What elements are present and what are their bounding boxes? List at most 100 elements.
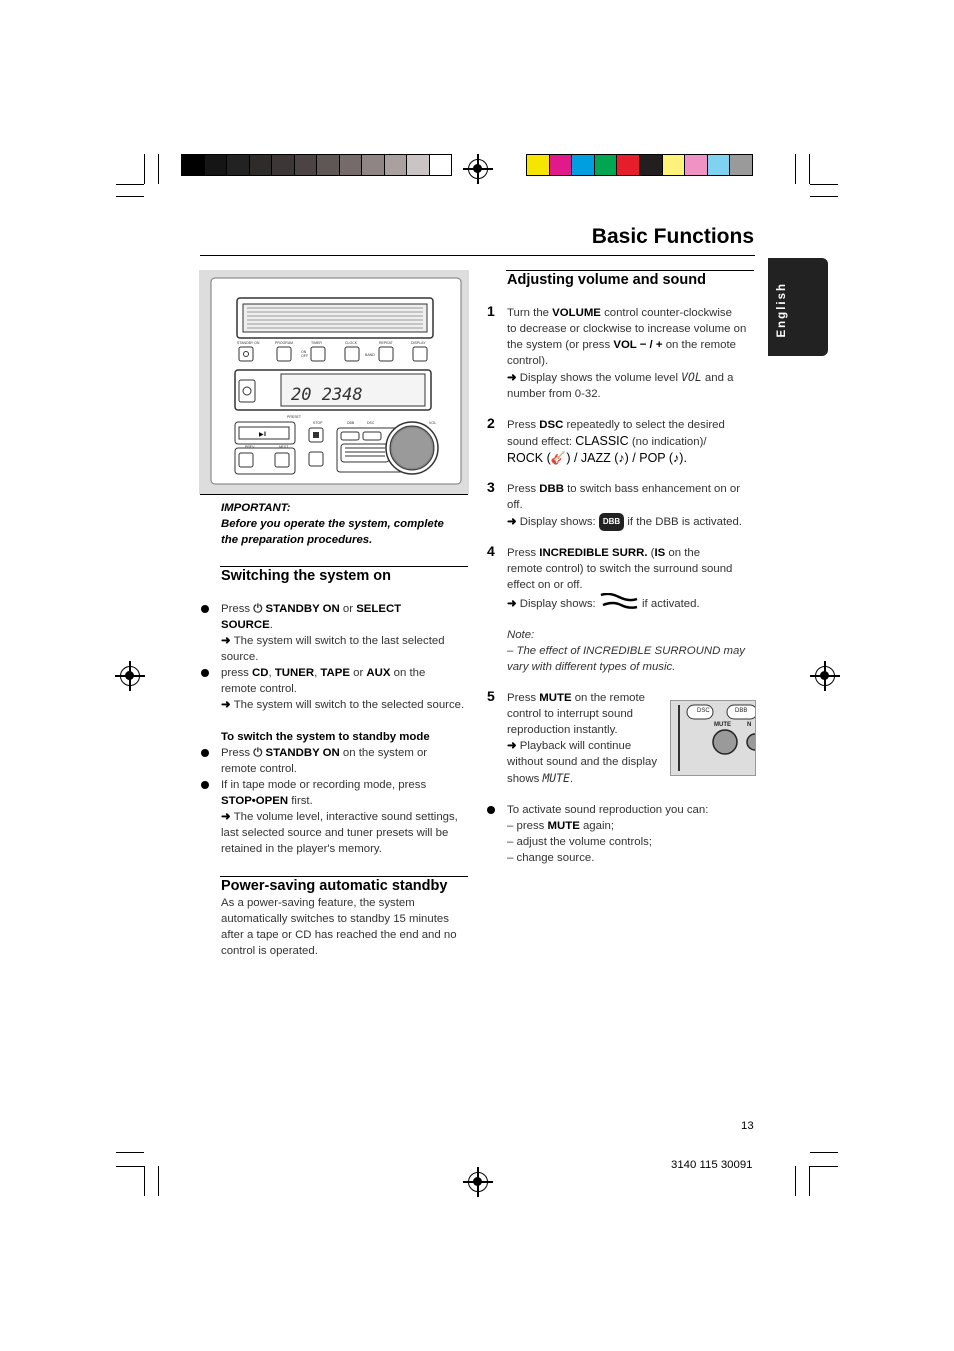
color-swatch: [271, 154, 295, 176]
text: automatically switches to standby 15 min…: [221, 913, 449, 925]
crop-mark: [795, 1166, 796, 1196]
volume-step-5: Press MUTE on the remote control to inte…: [507, 690, 672, 787]
dbb-badge: DBB: [598, 513, 625, 531]
text: on the: [390, 667, 426, 679]
color-swatch: [706, 154, 731, 176]
standby-step-1: Press ⏻ STANDBY ON on the system or remo…: [221, 745, 471, 777]
remote-mute-label: MUTE: [714, 722, 731, 728]
text: If in tape mode or recording mode, press: [221, 779, 427, 791]
crop-mark: [144, 1166, 145, 1196]
volume-step-1: Turn the VOLUME control counter-clockwis…: [507, 305, 757, 402]
text: sound effect:: [507, 436, 576, 448]
color-swatch: [548, 154, 573, 176]
svg-text:▶ll: ▶ll: [259, 432, 266, 438]
text-bold: TUNER: [274, 667, 315, 679]
text-bold: DBB: [539, 483, 564, 495]
text: (no indication)/: [628, 436, 707, 448]
svg-text:CLOCK: CLOCK: [345, 341, 358, 345]
section-title-volume: Adjusting volume and sound: [507, 272, 706, 288]
crop-mark: [158, 154, 159, 184]
text: remote control.: [221, 763, 297, 775]
text-bold: SELECT: [356, 603, 402, 615]
crop-mark: [795, 154, 796, 184]
registration-mark-icon: [463, 1167, 493, 1197]
text-bold: MUTE: [547, 820, 580, 832]
text: last selected source and tuner presets w…: [221, 827, 449, 839]
color-swatch: [593, 154, 618, 176]
text: and a: [701, 372, 734, 384]
standby-subtitle: To switch the system to standby mode: [221, 731, 430, 743]
text: ).: [679, 451, 687, 465]
text: without sound and the display: [507, 756, 658, 768]
lcd-text: VOL: [681, 370, 702, 384]
text-bold: VOL: [613, 339, 637, 351]
color-swatch: [226, 154, 250, 176]
page-title: Basic Functions: [591, 225, 754, 248]
text-bold: STANDBY ON: [265, 747, 340, 759]
jazz-saxophone-icon: ♪: [618, 451, 625, 465]
text: press: [221, 667, 253, 679]
text: Press: [507, 547, 540, 559]
bullet: [487, 806, 495, 814]
volume-step-2: Press DSC repeatedly to select the desir…: [507, 417, 757, 467]
text: source.: [221, 651, 259, 663]
remote-illustration: [678, 704, 755, 771]
illustration-underline: [200, 494, 468, 495]
crop-mark: [116, 196, 144, 197]
text: Playback will continue: [519, 740, 632, 752]
text: As a power-saving feature, the system: [221, 897, 415, 909]
section-rule: [220, 876, 468, 877]
crop-mark: [810, 1152, 838, 1153]
note-line: vary with different types of music.: [507, 661, 676, 673]
text: again;: [579, 820, 615, 832]
color-swatch: [361, 154, 385, 176]
document-code: 3140 115 30091: [671, 1159, 753, 1171]
section-title-switching: Switching the system on: [221, 568, 391, 584]
text: Display shows:: [519, 516, 599, 528]
power-saving-text: As a power-saving feature, the system au…: [221, 895, 471, 959]
text: (: [647, 547, 655, 559]
text: control).: [507, 355, 549, 367]
volume-step-3: Press DBB to switch bass enhancement on …: [507, 481, 757, 531]
text: ) / POP (: [624, 451, 674, 465]
remote-dsc-label: DSC: [697, 708, 710, 714]
svg-text:REPEAT: REPEAT: [379, 341, 394, 345]
switching-step-2: press CD, TUNER, TAPE or AUX on the remo…: [221, 667, 465, 711]
section-rule: [220, 566, 468, 567]
text: on the remote: [571, 692, 646, 704]
text: shows: [507, 773, 543, 785]
bullet: [201, 605, 209, 613]
text: to switch bass enhancement on or: [563, 483, 740, 495]
color-swatch: [248, 154, 272, 176]
text: effect on or off.: [507, 579, 583, 591]
text: Display shows the volume level: [519, 372, 682, 384]
text-bold: TAPE: [320, 667, 350, 679]
text: repeatedly to select the desired: [563, 419, 725, 431]
arrow-icon: ➜: [221, 635, 234, 647]
text-bold: IS: [654, 547, 666, 559]
text: control counter-clockwise: [600, 307, 732, 319]
color-swatch: [383, 154, 407, 176]
step-number: 4: [487, 543, 495, 559]
text-bold: AUX: [366, 667, 391, 679]
text-bold: STOP•OPEN: [221, 795, 289, 807]
text-bold: CD: [252, 667, 269, 679]
color-swatch: [406, 154, 430, 176]
activate-sound-text: To activate sound reproduction you can: …: [507, 802, 757, 866]
svg-text:PROGRAM: PROGRAM: [275, 341, 293, 345]
step-number: 3: [487, 479, 495, 495]
text: remote control.: [221, 683, 297, 695]
text: first.: [288, 795, 313, 807]
color-swatch: [338, 154, 362, 176]
crop-mark: [144, 154, 145, 184]
language-tab-label: English: [776, 282, 788, 338]
crop-mark: [810, 184, 838, 185]
note-line: – The effect of INCREDIBLE SURROUND may: [507, 645, 746, 657]
arrow-icon: ➜: [507, 740, 520, 752]
volume-step-4: Press INCREDIBLE SURR. (IS on the remote…: [507, 545, 757, 612]
color-swatch: [616, 154, 640, 176]
registration-mark-icon: [810, 661, 840, 691]
step-number: 1: [487, 303, 495, 319]
page-number: 13: [741, 1120, 754, 1132]
svg-text:DBB: DBB: [347, 421, 355, 425]
